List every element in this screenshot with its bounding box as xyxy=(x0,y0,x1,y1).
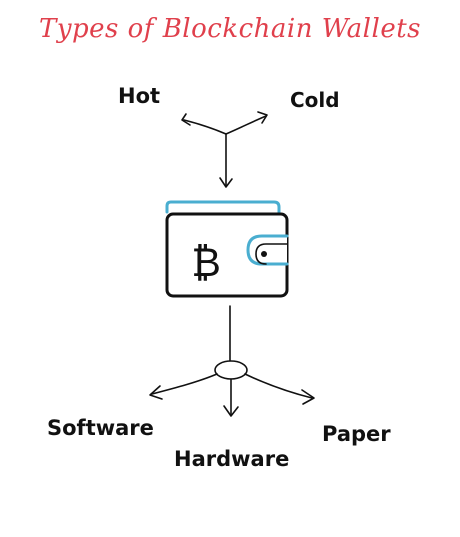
wallet-top-accent xyxy=(165,200,281,216)
wallet-clasp-dot xyxy=(261,251,267,257)
wallet-clasp-inner xyxy=(255,243,288,265)
arrow-to-cold xyxy=(225,115,267,135)
arrow-to-software xyxy=(151,373,218,395)
bitcoin-icon: ₿ xyxy=(191,240,221,286)
arrow-head-hardware xyxy=(223,405,239,417)
label-paper: Paper xyxy=(322,422,391,446)
bottom-arrows xyxy=(149,305,315,417)
diagram-title: Types of Blockchain Wallets xyxy=(38,14,421,44)
bitcoin-wallet-icon xyxy=(165,200,289,298)
arrow-head-cold xyxy=(257,111,268,124)
arrow-to-hot xyxy=(183,119,227,135)
top-arrows xyxy=(181,111,268,188)
wallet-clasp xyxy=(246,234,289,266)
arrow-head-software xyxy=(149,385,163,400)
arrow-head-paper xyxy=(301,389,315,405)
arrow-head-hot xyxy=(181,113,191,126)
arrow-head-wallet xyxy=(219,177,233,188)
hub-ellipse xyxy=(214,360,248,380)
arrow-to-paper xyxy=(244,373,313,399)
label-cold: Cold xyxy=(290,88,340,112)
label-hot: Hot xyxy=(118,84,161,108)
label-software: Software xyxy=(47,416,154,440)
label-hardware: Hardware xyxy=(174,447,290,471)
